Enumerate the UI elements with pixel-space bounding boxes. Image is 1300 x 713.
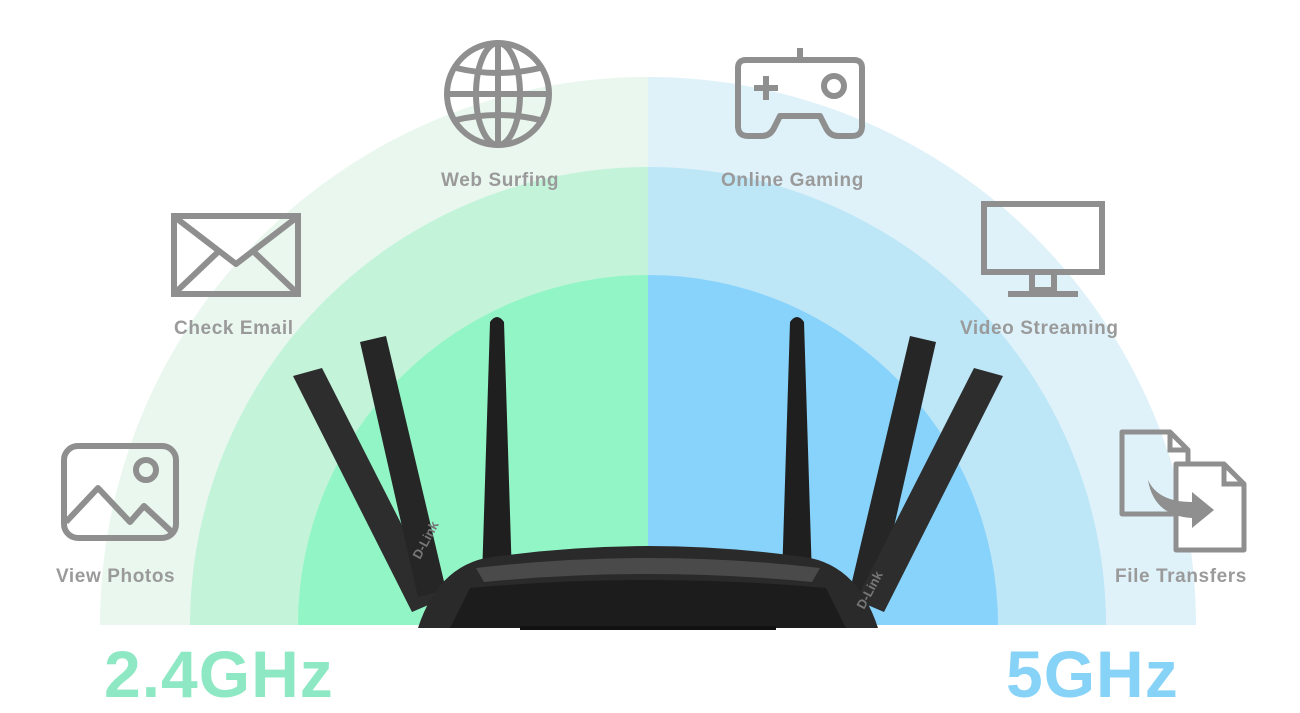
antenna-left-outer xyxy=(293,368,440,612)
antenna-right-center xyxy=(782,317,812,578)
envelope-icon xyxy=(171,213,301,297)
antenna-right-outer xyxy=(856,368,1003,612)
file-transfers-label: File Transfers xyxy=(1115,566,1247,587)
image-icon xyxy=(61,443,179,541)
gamepad-icon xyxy=(735,48,865,139)
check-email-label: Check Email xyxy=(174,318,294,339)
router-feet xyxy=(520,626,776,630)
antenna-left-center xyxy=(482,317,512,578)
antenna-right-mid xyxy=(850,336,936,597)
online-gaming-label: Online Gaming xyxy=(721,170,864,191)
router-image: D-Link D-Link xyxy=(293,317,1003,630)
video-streaming-label: Video Streaming xyxy=(960,318,1119,339)
router-top-panel xyxy=(476,558,820,582)
view-photos-label: View Photos xyxy=(56,566,176,587)
antenna-left-mid xyxy=(360,336,446,597)
web-surfing-label: Web Surfing xyxy=(441,170,560,191)
band-24ghz-label: 2.4GHz xyxy=(104,637,334,711)
globe-icon xyxy=(444,40,552,148)
band-5ghz-label: 5GHz xyxy=(1006,637,1179,711)
file-transfer-icon xyxy=(1119,429,1247,553)
router-vent-area xyxy=(450,580,846,628)
monitor-icon xyxy=(981,201,1105,297)
